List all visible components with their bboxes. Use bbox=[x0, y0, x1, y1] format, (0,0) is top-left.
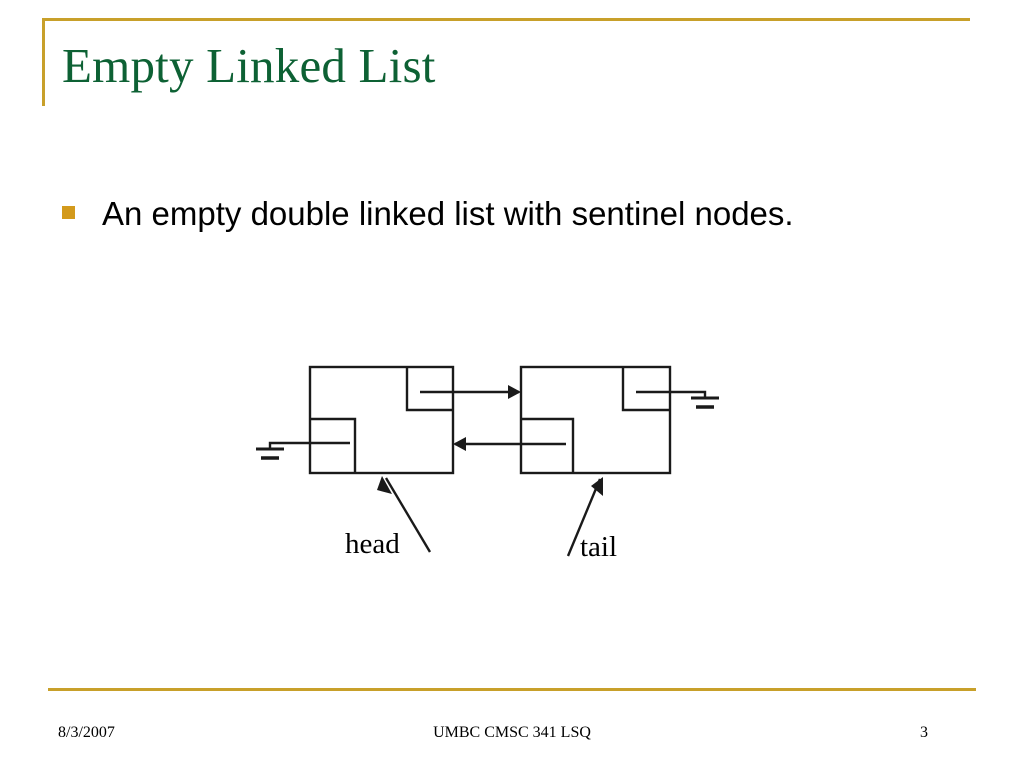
footer-rule bbox=[48, 688, 976, 691]
footer-course-label: UMBC CMSC 341 LSQ bbox=[433, 724, 591, 741]
head-node-box bbox=[308, 365, 455, 475]
bullet-list-item: An empty double linked list with sentine… bbox=[62, 190, 922, 238]
page-title: Empty Linked List bbox=[62, 38, 436, 93]
head-label: head bbox=[345, 528, 400, 560]
title-top-rule bbox=[42, 18, 970, 21]
tail-callout-arrow bbox=[566, 477, 603, 557]
tail-next-ground-link bbox=[636, 390, 719, 409]
footer-page-number: 3 bbox=[920, 724, 928, 741]
square-bullet-icon bbox=[62, 206, 75, 219]
head-callout-arrow bbox=[377, 476, 432, 553]
head-prev-ground-link bbox=[256, 441, 350, 460]
linked-list-svg: head tail bbox=[256, 365, 719, 563]
footer: 8/3/2007 UMBC CMSC 341 LSQ 3 bbox=[48, 724, 976, 746]
bullet-item-text: An empty double linked list with sentine… bbox=[102, 195, 794, 232]
footer-date: 8/3/2007 bbox=[58, 724, 115, 741]
linked-list-diagram: head tail bbox=[250, 350, 750, 580]
tail-node-box bbox=[519, 365, 672, 475]
tail-prev-arrow bbox=[453, 437, 566, 451]
head-next-arrow bbox=[420, 385, 521, 399]
title-left-rule bbox=[42, 18, 45, 106]
tail-label: tail bbox=[580, 531, 617, 563]
